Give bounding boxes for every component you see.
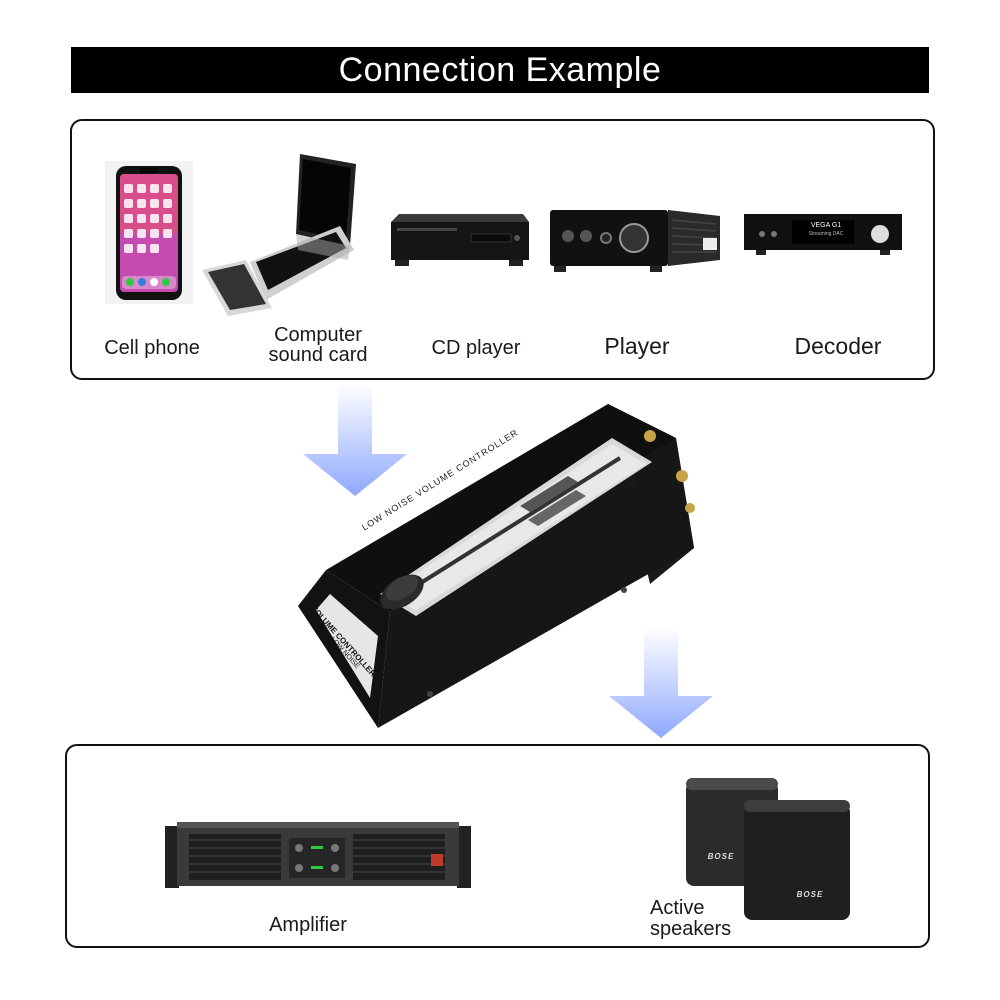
player-icon	[548, 208, 723, 274]
player-label: Player	[604, 333, 670, 359]
laptop-icon	[200, 150, 360, 318]
amplifier-icon	[165, 820, 471, 890]
down-arrow-icon	[609, 628, 713, 738]
active-speakers-label-line1: Active	[650, 897, 705, 919]
speaker-brand-logo: BOSE	[707, 852, 735, 861]
cell-phone-icon	[104, 160, 194, 305]
decoder-label: Decoder	[794, 333, 882, 359]
speaker-brand-logo: BOSE	[796, 890, 824, 899]
computer-sound-card-label-line1: Computer	[274, 324, 362, 346]
down-arrow-icon	[303, 384, 407, 496]
computer-sound-card-label-line2: sound card	[268, 344, 368, 366]
decoder-icon	[742, 212, 904, 256]
active-speakers-label-line2: speakers	[650, 918, 732, 940]
speakers-icon	[684, 776, 852, 922]
computer-sound-card-label: Computer sound card	[250, 325, 386, 365]
page-title: Connection Example	[71, 47, 929, 93]
cd-player-label: CD player	[431, 337, 521, 359]
decoder-screen-line1: VEGA G1	[810, 222, 842, 229]
cell-phone-label: Cell phone	[104, 337, 200, 359]
cd-player-icon	[389, 212, 531, 268]
decoder-screen-line2: Streaming DAC	[808, 231, 844, 237]
active-speakers-label: Active speakers	[650, 898, 754, 940]
amplifier-label: Amplifier	[269, 914, 347, 936]
volume-controller-device	[290, 398, 702, 738]
